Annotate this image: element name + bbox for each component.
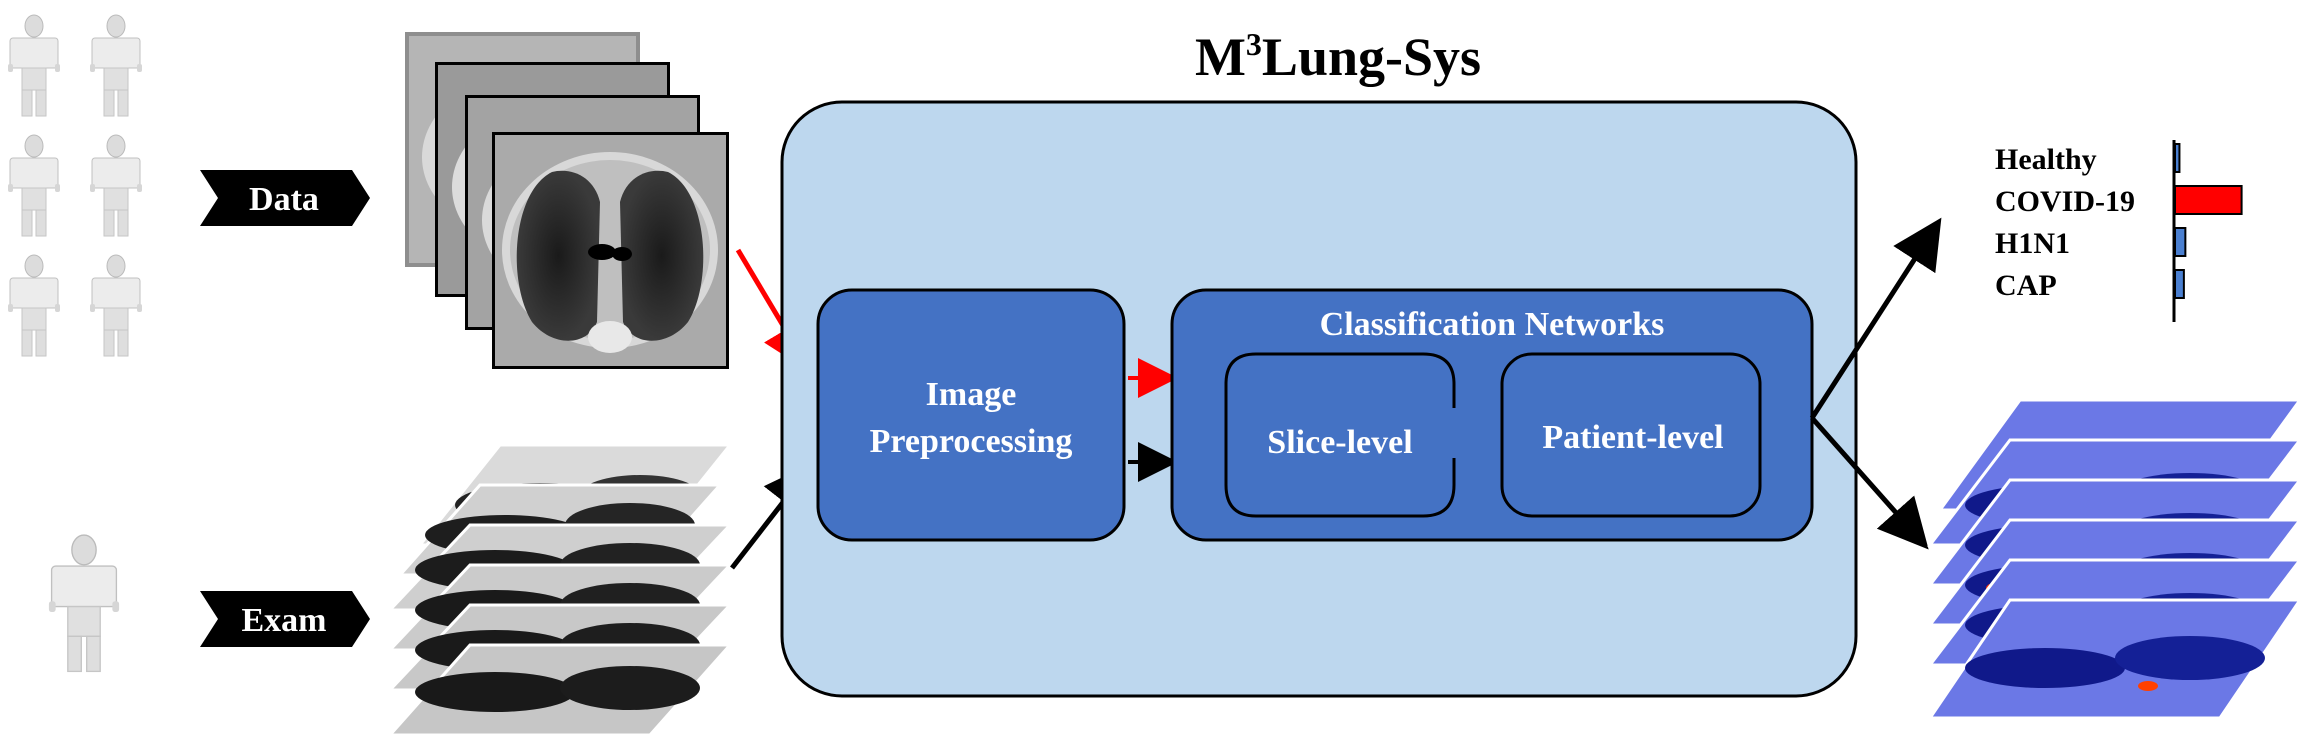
classification-networks-title: Classification Networks xyxy=(1320,306,1665,343)
class-label-covid-19: COVID-19 xyxy=(1995,185,2135,218)
ct-axial-slices-icon xyxy=(405,32,729,369)
data-people-group-icon xyxy=(7,14,143,357)
data-tag: Data xyxy=(200,170,370,226)
person-icon xyxy=(7,134,61,237)
exam-person-icon xyxy=(48,534,120,673)
probability-bar-covid-19 xyxy=(2174,185,2243,215)
preprocessing-label-line1: Image xyxy=(926,376,1017,413)
patient-level-label: Patient-level xyxy=(1542,419,1723,456)
person-icon xyxy=(89,14,143,117)
class-label-healthy: Healthy xyxy=(1995,143,2097,176)
person-icon xyxy=(7,254,61,357)
system-title: M3Lung-Sys xyxy=(1195,26,1481,87)
exam-tag: Exam xyxy=(200,591,370,647)
class-label-cap: CAP xyxy=(1995,269,2057,302)
person-icon xyxy=(7,14,61,117)
preprocessing-label-line2: Preprocessing xyxy=(870,423,1073,460)
slice-level-label: Slice-level xyxy=(1267,424,1412,461)
output-heatmap-arrow xyxy=(1810,416,1929,550)
class-label-h1n1: H1N1 xyxy=(1995,227,2070,260)
person-icon xyxy=(89,134,143,237)
person-icon xyxy=(89,254,143,357)
probability-bar-cap xyxy=(2174,269,2185,299)
probability-bar-h1n1 xyxy=(2174,227,2187,257)
slice-level-module: Slice-level xyxy=(1224,352,1456,518)
activation-heatmap-slices-icon xyxy=(1926,398,2300,720)
exam-label: Exam xyxy=(242,602,327,639)
output-prediction-arrow xyxy=(1809,217,1942,420)
ct-coronal-slices-icon xyxy=(386,443,734,737)
data-label: Data xyxy=(249,181,319,218)
patient-level-module: Patient-level xyxy=(1500,352,1762,518)
probability-bar-healthy xyxy=(2174,143,2181,173)
preprocessing-box xyxy=(816,288,1126,542)
